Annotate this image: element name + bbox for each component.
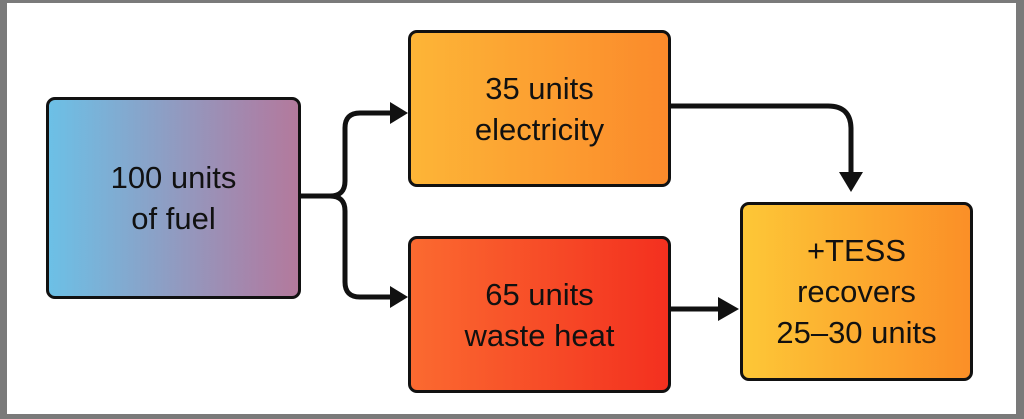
electricity-node: 35 units electricity	[408, 30, 671, 187]
waste-heat-label: waste heat	[464, 317, 615, 353]
tess-node: +TESS recovers 25–30 units	[740, 202, 973, 381]
arrowhead-icon	[839, 172, 863, 192]
electricity-amount: 35 units	[485, 70, 594, 106]
arrowhead-icon	[390, 102, 408, 124]
tess-amount: 25–30 units	[776, 315, 937, 350]
fuel-amount: 100 units	[110, 160, 237, 195]
fuel-node: 100 units of fuel	[46, 97, 301, 299]
arrowhead-icon	[718, 297, 739, 321]
tess-verb: recovers	[797, 274, 916, 309]
fuel-to-waste-connector	[329, 193, 392, 300]
electricity-to-tess-connector	[671, 103, 854, 172]
arrowhead-icon	[390, 286, 408, 308]
waste-heat-amount: 65 units	[485, 276, 594, 312]
fuel-label: of fuel	[131, 201, 216, 236]
waste-heat-node: 65 units waste heat	[408, 236, 671, 393]
fuel-split-connector	[300, 110, 392, 199]
tess-title: +TESS	[806, 233, 907, 268]
electricity-label: electricity	[474, 111, 605, 147]
